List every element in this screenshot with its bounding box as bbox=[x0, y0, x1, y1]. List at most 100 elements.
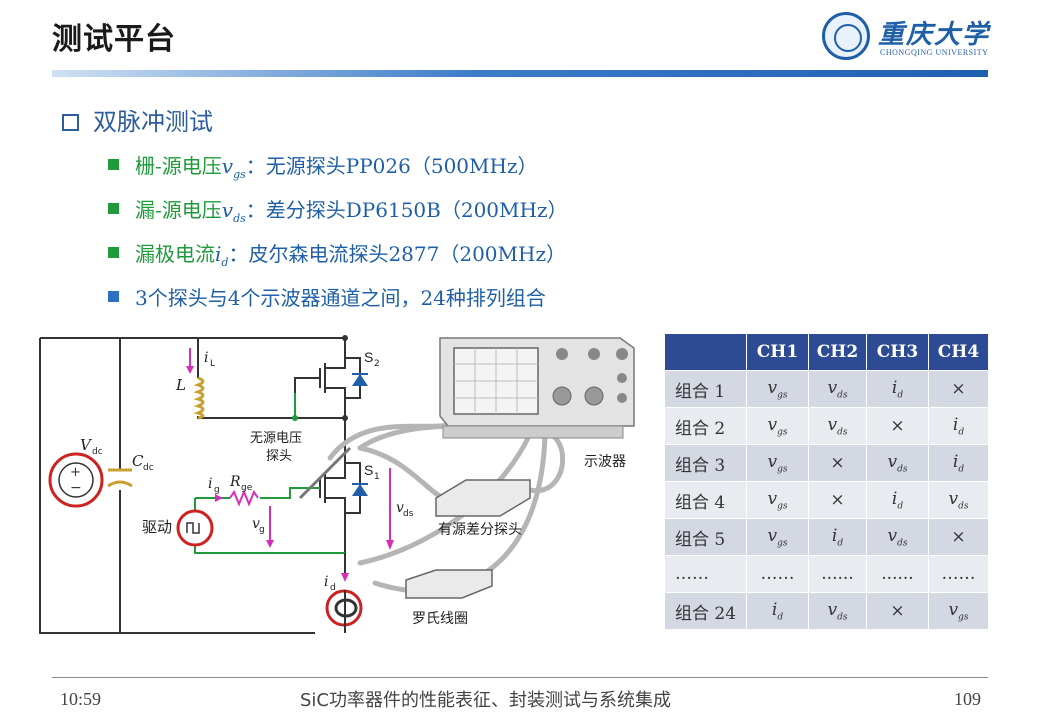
bullet-gate-source: 栅-源电压vgs：无源探头PP026（500MHz） bbox=[108, 150, 537, 181]
table-cell: × bbox=[928, 518, 989, 556]
id-sub: d bbox=[330, 583, 336, 593]
table-cell: vds bbox=[808, 407, 867, 445]
bullet-text: ：无源探头PP026（500MHz） bbox=[245, 154, 538, 178]
differential-probe-label: 有源差分探头 bbox=[438, 522, 522, 538]
table-cell: id bbox=[746, 592, 809, 630]
logo-chinese-name: 重庆大学 bbox=[878, 20, 991, 50]
ig-label: i bbox=[208, 476, 212, 492]
s1-label: S bbox=[364, 462, 373, 478]
s2-label: S bbox=[364, 349, 373, 365]
table-cell: …… bbox=[928, 555, 989, 593]
rg-label: R bbox=[229, 474, 241, 490]
table-row: 组合 4 vgs × id vds bbox=[664, 481, 989, 519]
channel-combination-table: CH1 CH2 CH3 CH4 组合 1 vgs vds id × 组合 2 v… bbox=[664, 333, 989, 630]
passive-probe-label-2: 探头 bbox=[266, 449, 292, 464]
bullet-symbol: v bbox=[221, 198, 234, 222]
footer-divider bbox=[52, 677, 988, 678]
square-bullet-icon bbox=[108, 203, 119, 214]
table-cell: id bbox=[928, 407, 989, 445]
table-cell: 组合 24 bbox=[664, 592, 747, 630]
id-label: i bbox=[324, 574, 328, 590]
cdc-label: C bbox=[132, 452, 144, 470]
bullet-drain-source: 漏-源电压vds：差分探头DP6150B（200MHz） bbox=[108, 194, 567, 225]
bullet-text: ：差分探头DP6150B（200MHz） bbox=[245, 198, 568, 222]
vdc-label: V bbox=[80, 436, 93, 454]
table-cell: 组合 3 bbox=[664, 444, 747, 482]
il-label: i bbox=[204, 350, 208, 366]
bullet-label: 漏极电流 bbox=[135, 242, 215, 266]
table-header-cell bbox=[664, 333, 747, 371]
bullet-text: ：皮尔森电流探头2877（200MHz） bbox=[228, 242, 566, 266]
university-seal-icon bbox=[822, 12, 870, 60]
table-header-row: CH1 CH2 CH3 CH4 bbox=[664, 333, 989, 371]
table-cell: vds bbox=[808, 370, 867, 408]
bullet-subscript: ds bbox=[233, 212, 246, 225]
s1-sub: 1 bbox=[374, 472, 380, 482]
double-pulse-test-circuit: + − V dc C dc i L L S 2 S 1 驱动 bbox=[39, 335, 635, 634]
bullet-subscript: gs bbox=[233, 168, 246, 181]
table-cell: × bbox=[808, 481, 867, 519]
table-row: 组合 1 vgs vds id × bbox=[664, 370, 989, 408]
rogowski-box-icon bbox=[405, 569, 493, 599]
table-cell: vgs bbox=[746, 518, 809, 556]
rg-sub: ge bbox=[241, 483, 253, 493]
table-cell: vgs bbox=[746, 407, 809, 445]
table-cell: …… bbox=[664, 555, 747, 593]
vdc-sub: dc bbox=[92, 447, 103, 457]
table-cell: × bbox=[866, 592, 929, 630]
table-row: 组合 24 id vds × vgs bbox=[664, 592, 989, 630]
driver-label: 驱动 bbox=[142, 518, 172, 536]
ig-sub: g bbox=[214, 485, 220, 495]
table-cell: vds bbox=[866, 518, 929, 556]
oscilloscope-label: 示波器 bbox=[584, 454, 626, 470]
table-cell: 组合 5 bbox=[664, 518, 747, 556]
differential-probe-icon bbox=[435, 479, 531, 517]
university-logo: 重庆大学 CHONGQING UNIVERSITY bbox=[822, 12, 994, 62]
bullet-drain-current: 漏极电流id：皮尔森电流探头2877（200MHz） bbox=[108, 238, 566, 269]
footer-time: 10:59 bbox=[60, 689, 102, 709]
table-row: 组合 3 vgs × vds id bbox=[664, 444, 989, 482]
table-cell: × bbox=[866, 407, 929, 445]
table-cell: ...... bbox=[808, 555, 867, 593]
footer-course-title: SiC功率器件的性能表征、封装测试与系统集成 bbox=[300, 690, 671, 711]
table-cell: 组合 4 bbox=[664, 481, 747, 519]
dc-source-icon bbox=[48, 452, 104, 508]
table-cell: id bbox=[808, 518, 867, 556]
title-divider bbox=[52, 70, 988, 77]
il-sub: L bbox=[210, 359, 215, 369]
mosfet-s2-icon bbox=[294, 357, 361, 399]
table-cell: vds bbox=[866, 444, 929, 482]
table-cell: vgs bbox=[746, 444, 809, 482]
inductor-icon bbox=[193, 376, 205, 420]
square-bullet-icon bbox=[108, 291, 119, 302]
vg-label: v bbox=[252, 516, 260, 532]
inductor-label: L bbox=[175, 376, 186, 394]
inductor-wire-bottom bbox=[197, 416, 345, 419]
table-cell: id bbox=[866, 481, 929, 519]
table-row: 组合 2 vgs vds × id bbox=[664, 407, 989, 445]
gate-resistor-icon bbox=[229, 489, 259, 507]
table-cell: vgs bbox=[746, 481, 809, 519]
bullet-text: 3个探头与4个示波器通道之间，24种排列组合 bbox=[135, 286, 546, 310]
logo-english-name: CHONGQING UNIVERSITY bbox=[880, 48, 989, 57]
s2-sub: 2 bbox=[374, 359, 380, 369]
table-cell: × bbox=[808, 444, 867, 482]
minus-label: − bbox=[70, 480, 82, 496]
square-bullet-icon bbox=[108, 247, 119, 258]
page-title: 测试平台 bbox=[52, 22, 176, 57]
bullet-symbol: i bbox=[215, 242, 222, 266]
rogowski-label: 罗氏线圈 bbox=[412, 611, 468, 627]
table-header-cell: CH3 bbox=[866, 333, 929, 371]
gate-driver-icon bbox=[176, 509, 214, 547]
table-cell: id bbox=[928, 444, 989, 482]
bullet-label: 栅-源电压 bbox=[135, 154, 222, 178]
section-heading: 双脉冲测试 bbox=[62, 102, 213, 137]
table-cell: vds bbox=[808, 592, 867, 630]
plus-label: + bbox=[70, 465, 81, 480]
table-cell: vgs bbox=[928, 592, 989, 630]
bullet-subscript: d bbox=[221, 256, 229, 269]
table-cell: vgs bbox=[746, 370, 809, 408]
table-header-cell: CH1 bbox=[746, 333, 809, 371]
table-header-cell: CH2 bbox=[808, 333, 867, 371]
footer-page-number: 109 bbox=[954, 689, 981, 709]
